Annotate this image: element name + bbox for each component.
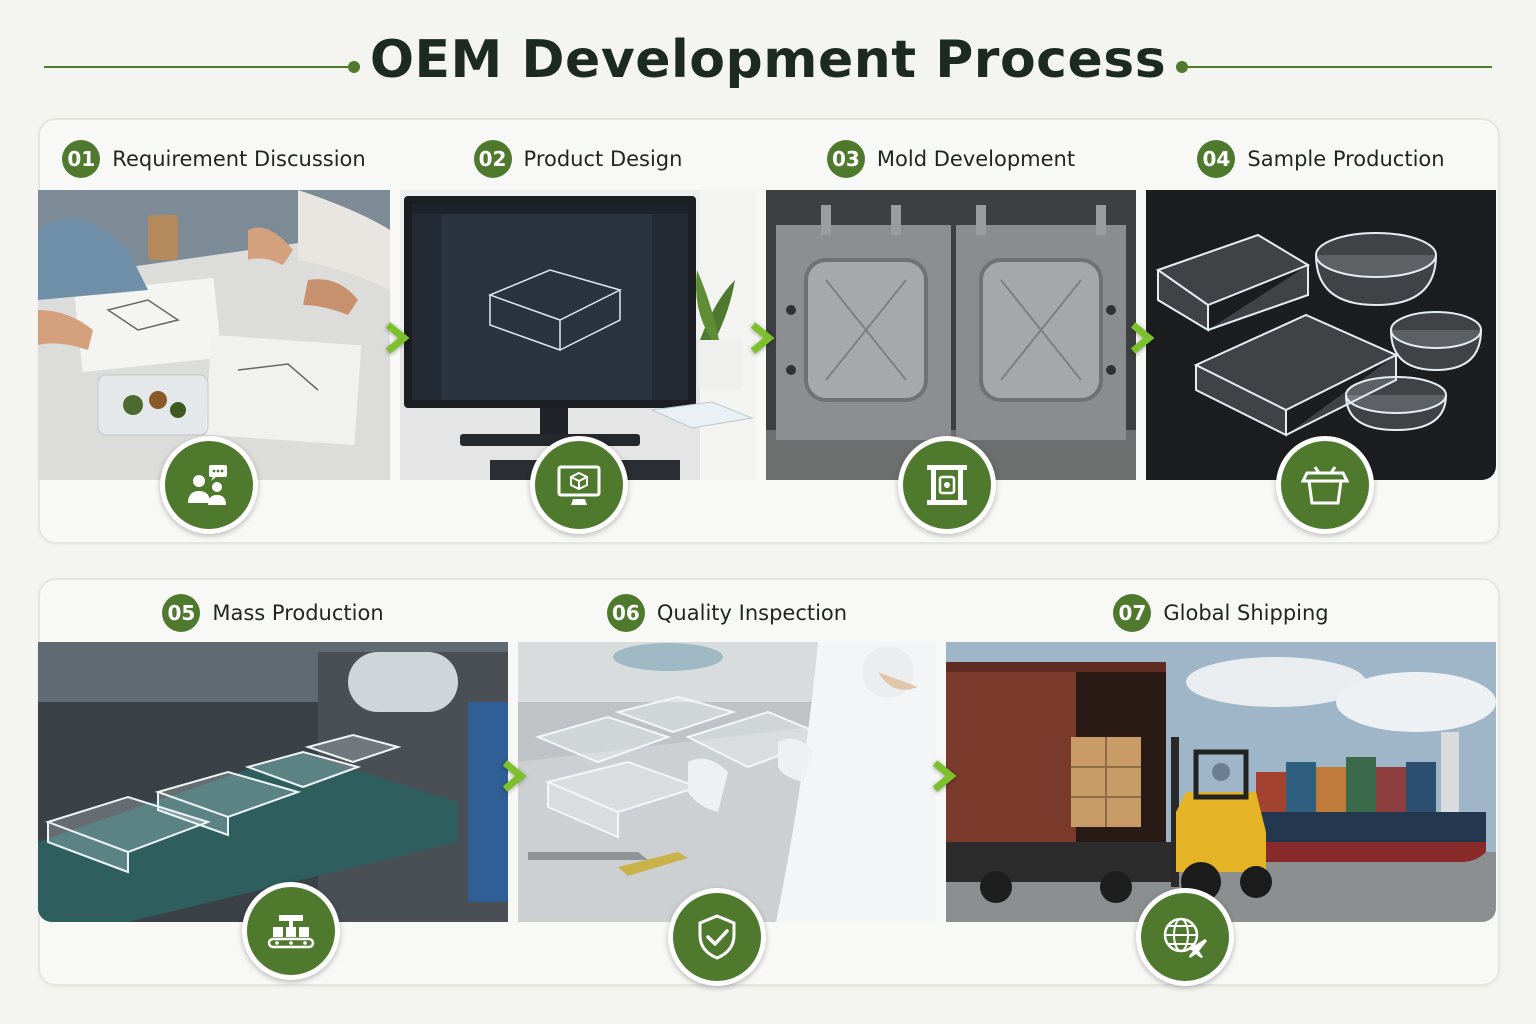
step-photo-design-monitor <box>400 190 756 480</box>
header: OEM Development Process <box>0 22 1536 112</box>
step-sample-production: 04 Sample Production <box>1146 124 1496 534</box>
step-header: 02 Product Design <box>400 124 756 194</box>
step-photo-shipping-port <box>946 642 1496 922</box>
step-title: Global Shipping <box>1163 601 1329 625</box>
page-title: OEM Development Process <box>369 30 1167 90</box>
title-rule-left <box>44 66 352 68</box>
step-title: Mass Production <box>212 601 384 625</box>
step-header: 04 Sample Production <box>1146 124 1496 194</box>
step-title: Mold Development <box>876 147 1076 171</box>
flow-arrow-02-03 <box>742 318 782 358</box>
step-photo-meeting <box>38 190 390 480</box>
globe-airplane-icon <box>1136 888 1234 986</box>
mold-press-icon <box>898 436 996 534</box>
title-rule-left-dot <box>348 61 360 73</box>
step-title: Quality Inspection <box>656 601 848 625</box>
step-mold-development: 03 Mold Development <box>766 124 1136 534</box>
step-number-badge: 02 <box>473 140 512 178</box>
step-title: Requirement Discussion <box>112 147 366 171</box>
shield-check-icon <box>668 888 766 986</box>
flow-arrow-05-06 <box>494 756 534 796</box>
step-number-badge: 04 <box>1197 140 1236 178</box>
computer-design-icon <box>530 436 628 534</box>
step-photo-production-line <box>38 642 508 922</box>
step-title: Sample Production <box>1247 147 1445 171</box>
step-photo-inspection <box>518 642 936 922</box>
flow-arrow-01-02 <box>377 318 417 358</box>
team-discussion-icon <box>160 436 258 534</box>
step-number-badge: 06 <box>606 594 645 632</box>
flow-arrow-03-04 <box>1122 318 1162 358</box>
step-title: Product Design <box>523 147 683 171</box>
step-photo-steel-mold <box>766 190 1136 480</box>
step-number-badge: 05 <box>162 594 201 632</box>
conveyor-production-icon <box>242 882 340 980</box>
container-box-icon <box>1276 436 1374 534</box>
step-header: 06 Quality Inspection <box>518 582 936 644</box>
step-header: 03 Mold Development <box>766 124 1136 194</box>
step-product-design: 02 Product Design <box>400 124 756 534</box>
title-rule-right <box>1182 66 1492 68</box>
step-global-shipping: 07 Global Shipping <box>946 582 1496 986</box>
step-requirement-discussion: 01 Requirement Discussion <box>38 124 390 534</box>
step-header: 05 Mass Production <box>38 582 508 644</box>
flow-arrow-06-07 <box>924 756 964 796</box>
step-number-badge: 01 <box>62 140 101 178</box>
step-photo-sample-containers <box>1146 190 1496 480</box>
step-number-badge: 03 <box>826 140 865 178</box>
step-quality-inspection: 06 Quality Inspection <box>518 582 936 986</box>
step-header: 01 Requirement Discussion <box>38 124 390 194</box>
step-mass-production: 05 Mass Production <box>38 582 508 980</box>
step-number-badge: 07 <box>1113 594 1152 632</box>
step-header: 07 Global Shipping <box>946 582 1496 644</box>
